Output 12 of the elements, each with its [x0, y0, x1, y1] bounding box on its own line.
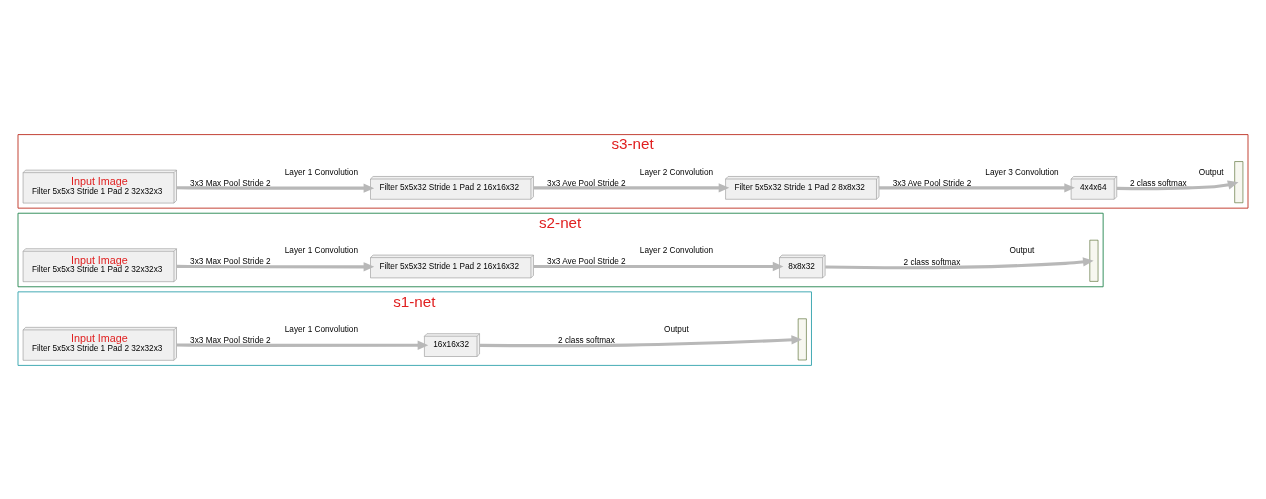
- node-bar: [1234, 160, 1244, 203]
- arrow: [533, 261, 784, 271]
- arrow: [533, 182, 730, 192]
- node-bar: [1089, 239, 1099, 282]
- arrow: [176, 183, 375, 193]
- arrow: [825, 256, 1094, 269]
- arrow: [1116, 179, 1239, 190]
- node-bar: [797, 317, 807, 360]
- arrow: [879, 182, 1075, 192]
- arrow: [479, 334, 803, 347]
- arrow: [176, 261, 375, 271]
- arrow: [176, 340, 429, 350]
